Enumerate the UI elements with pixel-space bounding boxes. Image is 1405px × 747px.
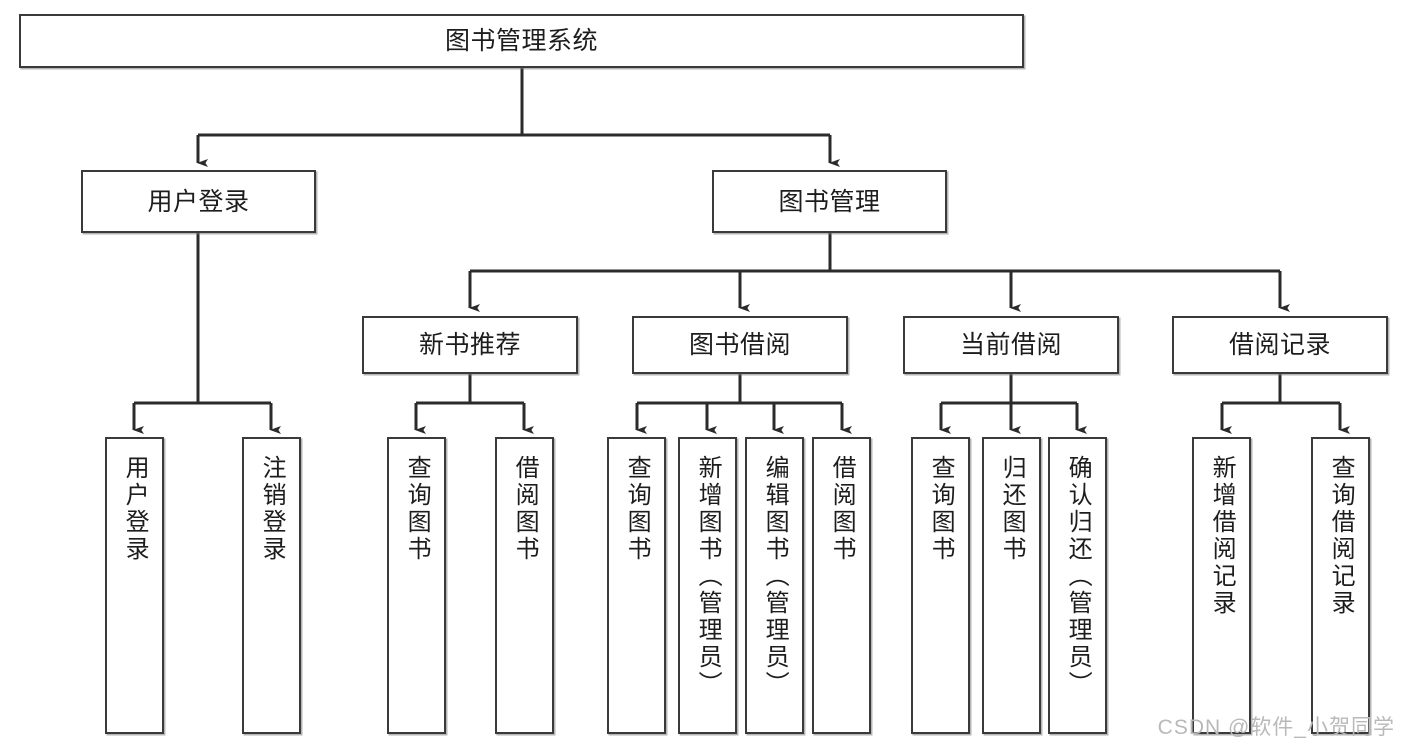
node-new-book-recommend[interactable]: 新书推荐 bbox=[362, 316, 578, 374]
node-label: 借阅图书 bbox=[511, 455, 539, 563]
leaf-confirm-return-admin[interactable]: 确认归还（管理员） bbox=[1048, 437, 1107, 734]
node-label: 注销登录 bbox=[258, 455, 286, 563]
node-label: 用户登录 bbox=[121, 455, 149, 563]
node-label: 借阅图书 bbox=[828, 455, 856, 563]
node-label: 当前借阅 bbox=[959, 331, 1062, 359]
node-label: 查询图书 bbox=[403, 455, 431, 563]
leaf-add-borrow-record[interactable]: 新增借阅记录 bbox=[1192, 437, 1251, 734]
node-label: 图书借阅 bbox=[688, 331, 791, 359]
node-book-management[interactable]: 图书管理 bbox=[712, 170, 947, 233]
node-label: 图书管理系统 bbox=[444, 27, 598, 55]
leaf-query-borrow-record[interactable]: 查询借阅记录 bbox=[1311, 437, 1370, 734]
node-label: 查询借阅记录 bbox=[1327, 455, 1355, 617]
node-current-borrow[interactable]: 当前借阅 bbox=[903, 316, 1119, 374]
node-label: 图书管理 bbox=[778, 187, 881, 216]
leaf-query-book-current[interactable]: 查询图书 bbox=[911, 437, 970, 734]
node-root-book-management-system[interactable]: 图书管理系统 bbox=[19, 14, 1024, 68]
leaf-return-book[interactable]: 归还图书 bbox=[982, 437, 1041, 734]
node-book-borrow[interactable]: 图书借阅 bbox=[632, 316, 848, 374]
node-label: 新增借阅记录 bbox=[1208, 455, 1236, 617]
leaf-borrow-book[interactable]: 借阅图书 bbox=[812, 437, 871, 734]
node-label: 确认归还（管理员） bbox=[1064, 455, 1092, 698]
node-label: 新增图书（管理员） bbox=[694, 455, 722, 698]
leaf-edit-book-admin[interactable]: 编辑图书（管理员） bbox=[745, 437, 804, 734]
leaf-query-book-recommend[interactable]: 查询图书 bbox=[387, 437, 446, 734]
leaf-logout-login[interactable]: 注销登录 bbox=[242, 437, 301, 734]
leaf-borrow-book-recommend[interactable]: 借阅图书 bbox=[495, 437, 554, 734]
node-label: 查询图书 bbox=[927, 455, 955, 563]
leaf-add-book-admin[interactable]: 新增图书（管理员） bbox=[678, 437, 737, 734]
node-label: 新书推荐 bbox=[418, 331, 521, 359]
node-label: 归还图书 bbox=[998, 455, 1026, 563]
node-label: 查询图书 bbox=[623, 455, 651, 563]
leaf-query-book-borrow[interactable]: 查询图书 bbox=[607, 437, 666, 734]
node-label: 用户登录 bbox=[147, 187, 250, 216]
node-label: 编辑图书（管理员） bbox=[761, 455, 789, 698]
node-label: 借阅记录 bbox=[1228, 331, 1331, 359]
node-user-login[interactable]: 用户登录 bbox=[81, 170, 316, 233]
leaf-user-login[interactable]: 用户登录 bbox=[105, 437, 164, 734]
node-borrow-record[interactable]: 借阅记录 bbox=[1172, 316, 1388, 374]
